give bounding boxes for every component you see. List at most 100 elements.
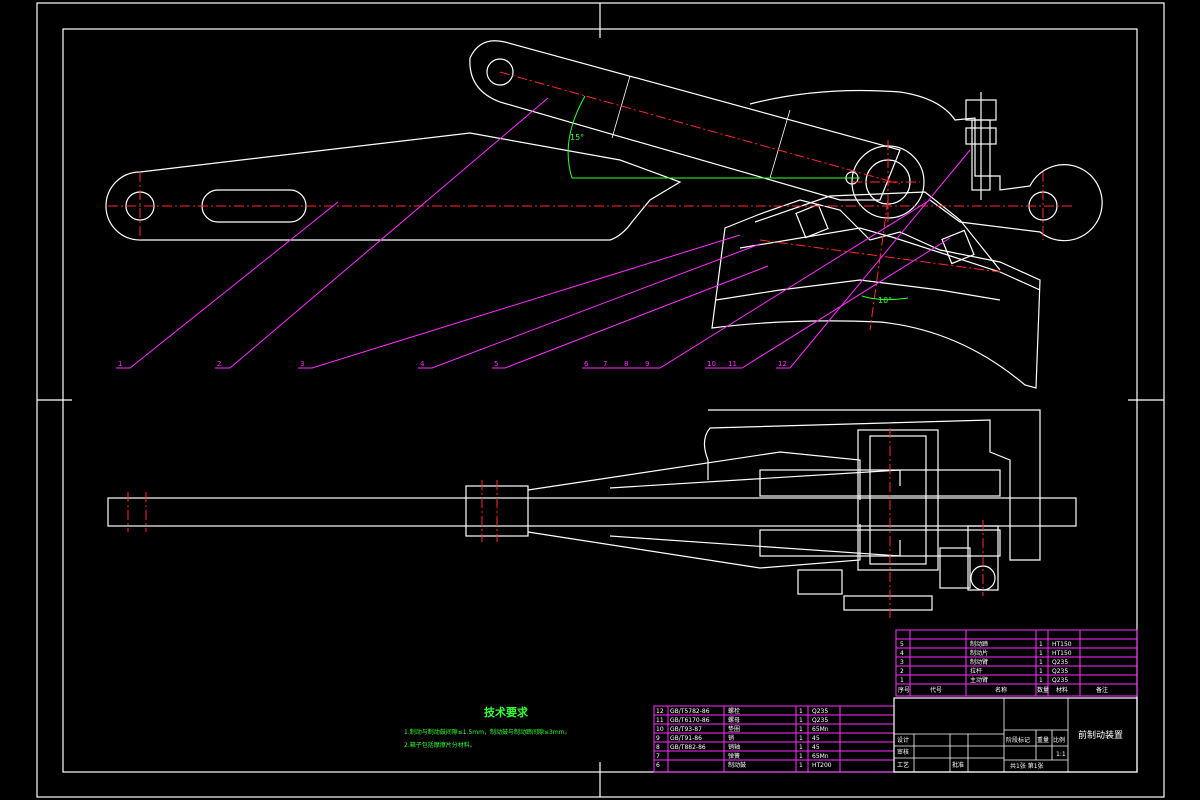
bom-l-qty-3: 1	[799, 735, 803, 742]
tech-title: 技术要求	[484, 705, 529, 719]
bom-u-name-0: 制动蹄	[970, 640, 988, 648]
bom-u-qty-4: 1	[1039, 677, 1043, 684]
front-view: 15° 10° 1 2 3 4 5 6 7 8 9 10 11 12	[105, 40, 1103, 389]
bom-u-h-0: 序号	[898, 686, 910, 694]
tb-check: 审核	[897, 748, 909, 756]
bom-u-qty-0: 1	[1039, 641, 1043, 648]
bom-l-no-1: 11	[656, 717, 664, 724]
bom-lower: 12 GB/T5782-86 螺栓 1 Q235 11 GB/T6170-86 …	[653, 705, 895, 773]
part-label-10: 10	[707, 360, 716, 368]
bom-l-name-1: 螺母	[728, 716, 740, 724]
part-label-5: 5	[494, 360, 498, 368]
lever-strip	[107, 497, 1077, 527]
bom-u-qty-2: 1	[1039, 659, 1043, 666]
slot	[201, 189, 307, 223]
centering-marks	[37, 3, 1164, 797]
bom-u-name-2: 制动臂	[970, 658, 988, 666]
upper-arm	[469, 40, 901, 201]
bom-u-no-0: 5	[900, 641, 904, 648]
bom-l-name-4: 销轴	[728, 743, 740, 751]
part-label-3: 3	[300, 360, 304, 368]
angle-label-lower: 10°	[878, 296, 892, 305]
part-label-4: 4	[420, 360, 425, 368]
brake-shoe	[711, 199, 1041, 389]
bom-u-name-3: 拉杆	[970, 667, 982, 675]
bom-l-name-5: 弹簧	[728, 752, 740, 760]
tb-scale: 1:1	[1056, 751, 1066, 758]
bom-l-no-2: 10	[656, 726, 664, 733]
bom-l-no-6: 6	[656, 762, 660, 769]
bom-l-mat-4: 45	[812, 744, 820, 751]
bom-u-h-5: 备注	[1096, 686, 1108, 694]
title-block: 设计 审核 工艺 批准 阶段标记 重量 比例 1:1 共1张 第1张 前制动装置	[893, 697, 1138, 773]
bom-u-h-4: 材料	[1056, 686, 1068, 694]
part-label-8: 8	[624, 360, 628, 368]
bom-l-name-3: 销	[728, 734, 734, 742]
tech-line-2: 2.箱子包括摩擦片分材料。	[404, 741, 476, 749]
angle-label-upper: 15°	[570, 133, 584, 142]
bom-l-name-0: 螺栓	[728, 707, 740, 715]
bom-u-mat-0: HT150	[1052, 641, 1072, 648]
bom-u-qty-1: 1	[1039, 650, 1043, 657]
bom-l-mat-5: 65Mn	[812, 753, 829, 760]
bom-l-no-0: 12	[656, 708, 664, 715]
main-lever	[105, 132, 682, 241]
tech-line-1: 1.制动与制动鼓间隙≤1.5mm，制动鼓与制动蹄间隙≤3mm。	[404, 728, 571, 736]
bom-u-no-1: 4	[900, 650, 904, 657]
bom-l-qty-0: 1	[799, 708, 803, 715]
angle-dim-upper	[567, 95, 860, 179]
bom-u-no-3: 2	[900, 668, 904, 675]
bom-l-code-1: GB/T6170-86	[670, 717, 710, 724]
bom-upper: 5 制动蹄 1 HT150 4 制动片 1 HT150 3 制动臂 1 Q235…	[895, 629, 1138, 697]
bom-l-mat-0: Q235	[812, 708, 828, 715]
part-label-11: 11	[728, 360, 737, 368]
part-label-1: 1	[118, 360, 122, 368]
bom-l-mat-2: 65Mn	[812, 726, 829, 733]
bom-l-qty-6: 1	[799, 762, 803, 769]
bom-u-h-2: 名称	[995, 686, 1007, 694]
bom-l-no-5: 7	[656, 753, 660, 760]
part-label-7: 7	[603, 360, 607, 368]
tb-approve: 批准	[952, 761, 964, 769]
tb-weight-label: 重量	[1037, 736, 1049, 744]
bom-l-code-2: GB/T93-87	[670, 726, 702, 733]
bom-u-h-3: 数量	[1037, 686, 1049, 694]
bom-l-name-2: 垫圈	[728, 725, 740, 733]
bom-u-mat-2: Q235	[1052, 659, 1068, 666]
bom-l-mat-1: Q235	[812, 717, 828, 724]
bom-l-mat-3: 45	[812, 735, 820, 742]
bom-u-name-4: 主动臂	[970, 676, 988, 684]
leader-lines	[116, 97, 971, 369]
bom-l-no-4: 8	[656, 744, 660, 751]
part-label-2: 2	[217, 360, 221, 368]
part-label-6: 6	[584, 360, 589, 368]
tb-sheet: 共1张 第1张	[1010, 762, 1044, 770]
bom-l-code-4: GB/T882-86	[670, 744, 706, 751]
bom-u-qty-3: 1	[1039, 668, 1043, 675]
bom-u-mat-1: HT150	[1052, 650, 1072, 657]
part-label-12: 12	[778, 360, 787, 368]
bom-l-code-0: GB/T5782-86	[670, 708, 710, 715]
bom-u-name-1: 制动片	[970, 649, 988, 657]
bom-l-no-3: 9	[656, 735, 660, 742]
bom-l-mat-6: HT200	[812, 762, 832, 769]
bom-u-h-1: 代号	[930, 686, 942, 694]
bom-l-name-6: 制动鼓	[728, 761, 746, 769]
bom-l-qty-4: 1	[799, 744, 803, 751]
bom-l-qty-2: 1	[799, 726, 803, 733]
part-label-9: 9	[645, 360, 649, 368]
bolt-nut	[965, 92, 997, 200]
bom-u-mat-3: Q235	[1052, 668, 1068, 675]
angle-dim-lower	[861, 295, 909, 301]
drawing-title: 前制动装置	[1078, 729, 1123, 741]
tb-design: 设计	[897, 736, 909, 744]
outer-frame	[36, 2, 1165, 798]
tb-stage: 阶段标记	[1006, 736, 1030, 744]
bom-l-qty-5: 1	[799, 753, 803, 760]
tb-scale-label: 比例	[1053, 736, 1065, 744]
bom-u-no-4: 1	[900, 677, 904, 684]
bom-u-no-2: 3	[900, 659, 904, 666]
housing-top	[749, 89, 1103, 242]
bom-l-code-3: GB/T91-86	[670, 735, 702, 742]
